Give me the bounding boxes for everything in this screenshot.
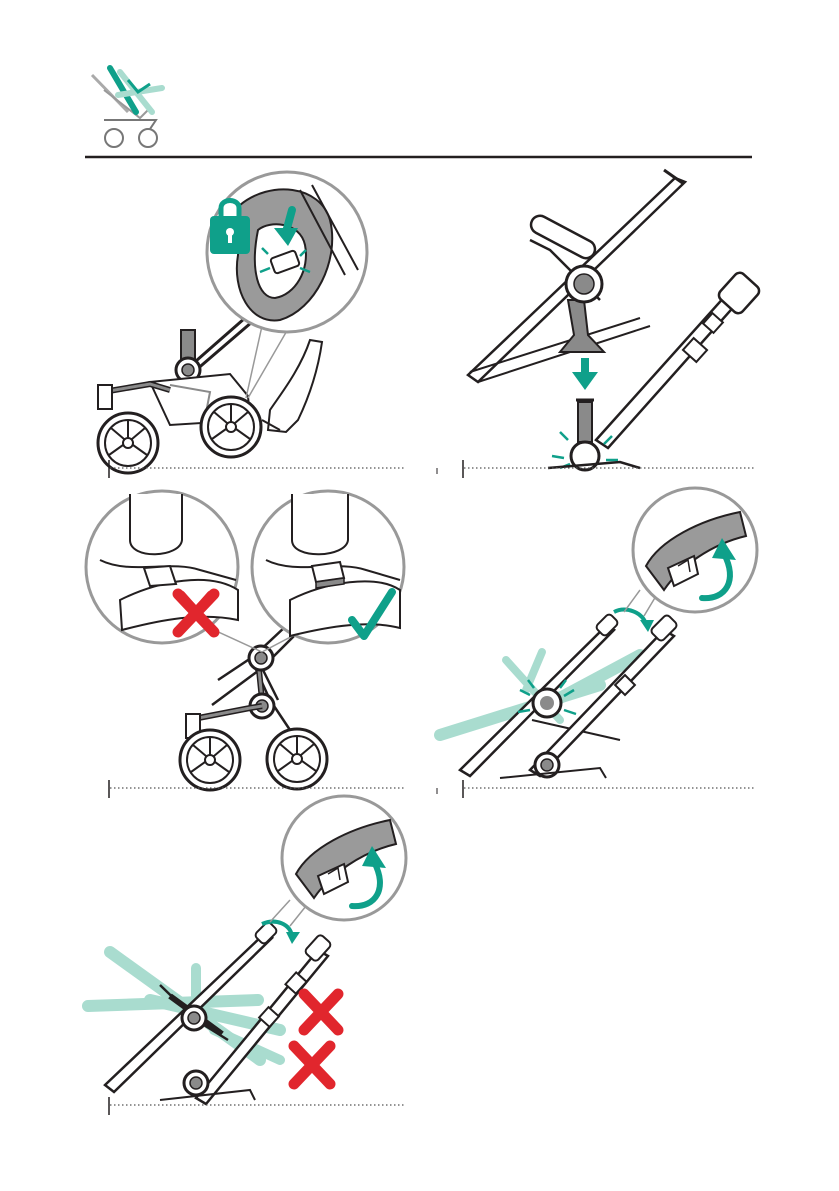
incorrect-cross-icon	[304, 994, 338, 1030]
seat-adapter-icon	[560, 266, 604, 352]
header-icon	[84, 66, 162, 150]
magnifier-incorrect	[86, 491, 238, 643]
hinge-button-icon	[144, 566, 176, 586]
magnifier-circle	[633, 488, 757, 612]
floor-line	[109, 460, 404, 478]
step-4-panel	[437, 488, 757, 798]
foot-icon	[262, 340, 322, 432]
hinge-button-icon	[312, 562, 344, 588]
stroller-frame-icon	[98, 318, 261, 473]
step-1-panel	[98, 172, 404, 478]
rotate-arrow-icon	[614, 610, 654, 632]
step-5-panel	[88, 796, 406, 1115]
incorrect-cross-icon	[294, 1046, 330, 1084]
step-2-panel	[437, 170, 762, 478]
magnifier-correct	[252, 491, 404, 643]
floor-line	[109, 780, 404, 798]
step-3-panel	[86, 491, 404, 798]
down-arrow-icon	[572, 358, 598, 390]
stroller-seat-recline-icon	[84, 66, 162, 150]
floor-line	[109, 1097, 404, 1115]
magnifier-circle	[282, 796, 406, 920]
floor-line	[437, 780, 756, 798]
